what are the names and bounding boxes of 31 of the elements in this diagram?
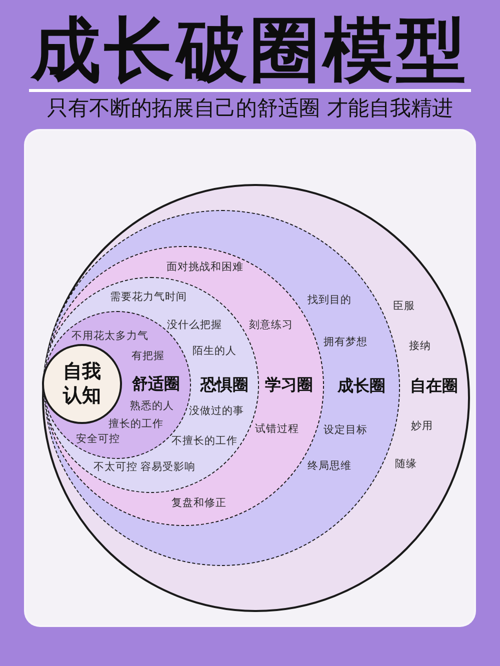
zone-label: 学习圈 bbox=[265, 376, 313, 394]
trait-text: 有把握 bbox=[132, 350, 164, 362]
zone-label: 自在圈 bbox=[410, 376, 458, 396]
trait-text: 不太可控 容易受影响 bbox=[93, 460, 196, 473]
subtitle: 只有不断的拓展自己的舒适圈 才能自我精进 bbox=[47, 96, 453, 120]
zone-label: 成长圈 bbox=[338, 376, 386, 395]
trait-text: 安全可控 bbox=[76, 432, 120, 446]
trait-text: 妙用 bbox=[411, 420, 433, 432]
trait-text: 刻意练习 bbox=[249, 318, 293, 332]
trait-text: 设定目标 bbox=[324, 423, 368, 436]
trait-text: 不擅长的工作 bbox=[172, 434, 238, 447]
core-label: 自我认知 bbox=[62, 360, 102, 408]
trait-text: 不用花太多力气 bbox=[72, 330, 148, 342]
title: 成长破圈模型 bbox=[31, 10, 469, 90]
trait-text: 需要花力气时间 bbox=[110, 290, 187, 303]
trait-text: 臣服 bbox=[393, 300, 415, 312]
trait-text: 接纳 bbox=[409, 340, 431, 352]
trait-text: 熟悉的人 bbox=[130, 400, 174, 412]
trait-text: 终局思维 bbox=[308, 459, 352, 472]
zone-label: 恐惧圈 bbox=[200, 375, 248, 394]
trait-text: 擅长的工作 bbox=[108, 418, 164, 430]
trait-text: 陌生的人 bbox=[192, 344, 236, 357]
trait-text: 没什么把握 bbox=[167, 318, 222, 331]
trait-text: 面对挑战和困难 bbox=[166, 260, 244, 274]
trait-text: 随缘 bbox=[395, 458, 417, 470]
trait-text: 没做过的事 bbox=[189, 404, 244, 417]
trait-text: 找到目的 bbox=[308, 293, 352, 306]
trait-text: 试错过程 bbox=[255, 422, 299, 436]
trait-text: 复盘和修正 bbox=[172, 496, 226, 510]
zone-label: 舒适圈 bbox=[132, 374, 180, 394]
trait-text: 拥有梦想 bbox=[324, 335, 368, 348]
